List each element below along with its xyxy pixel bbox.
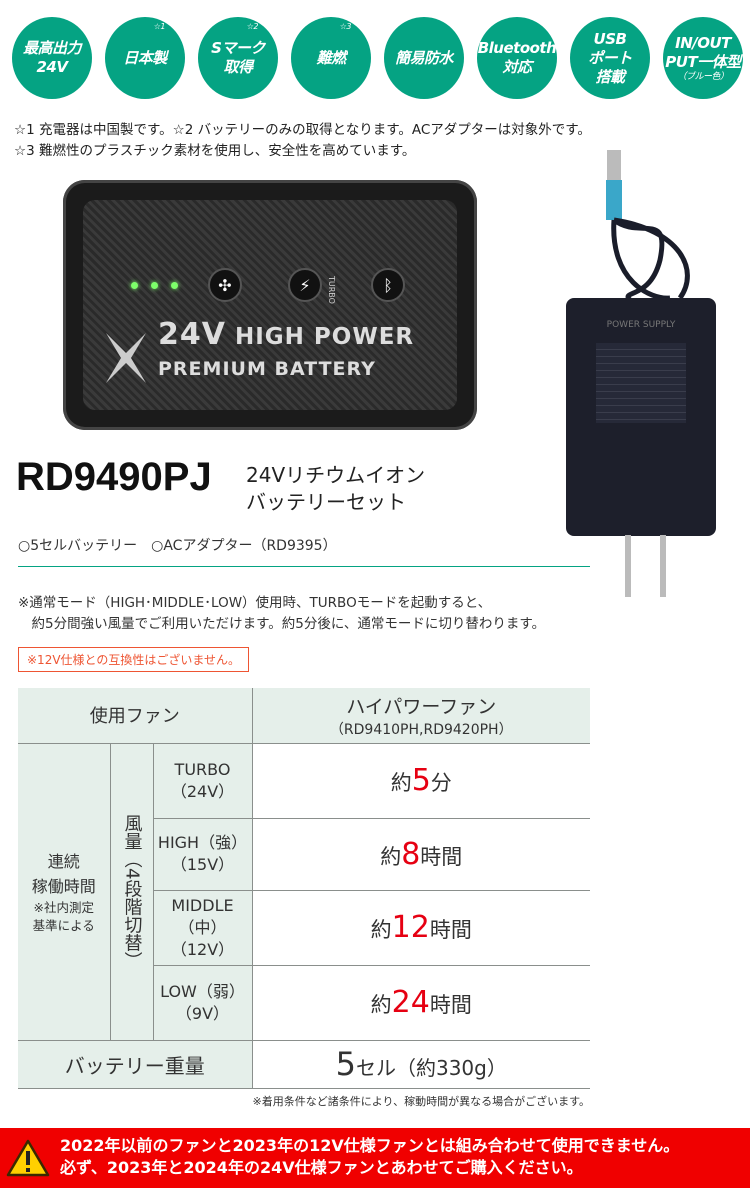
footnote: ※着用条件など諸条件により、稼動時間が異なる場合がございます。: [252, 1095, 590, 1108]
note-line-1: ☆1 充電器は中国製です。☆2 バッテリーのみの取得となります。ACアダプターは…: [14, 122, 591, 138]
set-contents: ○5セルバッテリー ○ACアダプター（RD9395）: [18, 538, 337, 554]
runtime-value: 約5分: [252, 743, 590, 819]
product-subtitle: 24Vリチウムイオンバッテリーセット: [246, 463, 426, 514]
battery-text-1: 24V HIGH POWER: [158, 317, 415, 352]
wind-level-label: 風量（4段階切替）: [110, 743, 154, 1041]
warning-icon: [6, 1139, 50, 1177]
mode-cell: MIDDLE（中）（12V）: [153, 890, 253, 966]
feature-badge: Sマーク取得☆2: [198, 17, 278, 99]
footnote-marker: ☆1: [153, 22, 166, 31]
battery-text-2: PREMIUM BATTERY: [158, 358, 376, 380]
runtime-value: 約12時間: [252, 890, 590, 966]
bluetooth-icon: ᛒ: [371, 268, 405, 302]
weight-value: 5セル（約330g）: [252, 1040, 590, 1089]
compat-warning: ※12V仕様との互換性はございません。: [18, 647, 250, 672]
feature-badge: 簡易防水: [384, 17, 464, 99]
battery-image: ✣ ⚡ TURBO ᛒ 24V HIGH POWER PREMIUM BATTE…: [63, 180, 477, 430]
model-number: RD9490PJ: [16, 455, 212, 499]
runtime-value: 約8時間: [252, 818, 590, 891]
runtime-value: 約24時間: [252, 965, 590, 1041]
note-line-2: ☆3 難燃性のプラスチック素材を使用し、安全性を高めています。: [14, 143, 416, 159]
turbo-label: TURBO: [327, 276, 336, 304]
spec-table: 使用ファン ハイパワーファン（RD9410PH,RD9420PH） 連続 稼働時…: [18, 688, 590, 1089]
feature-badge: 難燃☆3: [291, 17, 371, 99]
divider: [18, 566, 590, 567]
fan-name-cell: ハイパワーファン（RD9410PH,RD9420PH）: [252, 688, 590, 744]
turbo-button-icon: ⚡: [288, 268, 322, 302]
compatibility-banner: 2022年以前のファンと2023年の12V仕様ファンとは組み合わせて使用できませ…: [0, 1128, 750, 1188]
adapter-cord: [606, 150, 690, 302]
turbo-mode-note: ※通常モード（HIGH･MIDDLE･LOW）使用時、TURBOモードを起動する…: [18, 595, 546, 632]
mode-cell: TURBO（24V）: [153, 743, 253, 819]
footnote-marker: ☆3: [339, 22, 352, 31]
feature-badge: 日本製☆1: [105, 17, 185, 99]
footnote-marker: ☆2: [246, 22, 259, 31]
fan-button-icon: ✣: [208, 268, 242, 302]
runtime-label: 連続 稼働時間 ※社内測定 基準による: [18, 743, 111, 1041]
mode-cell: HIGH（強）（15V）: [153, 818, 253, 891]
weight-label: バッテリー重量: [18, 1040, 253, 1089]
brand-logo-icon: [106, 333, 146, 383]
ac-adapter-image: POWER SUPPLY: [566, 298, 716, 536]
mode-cell: LOW（弱）（9V）: [153, 965, 253, 1041]
fan-label: 使用ファン: [18, 688, 253, 744]
